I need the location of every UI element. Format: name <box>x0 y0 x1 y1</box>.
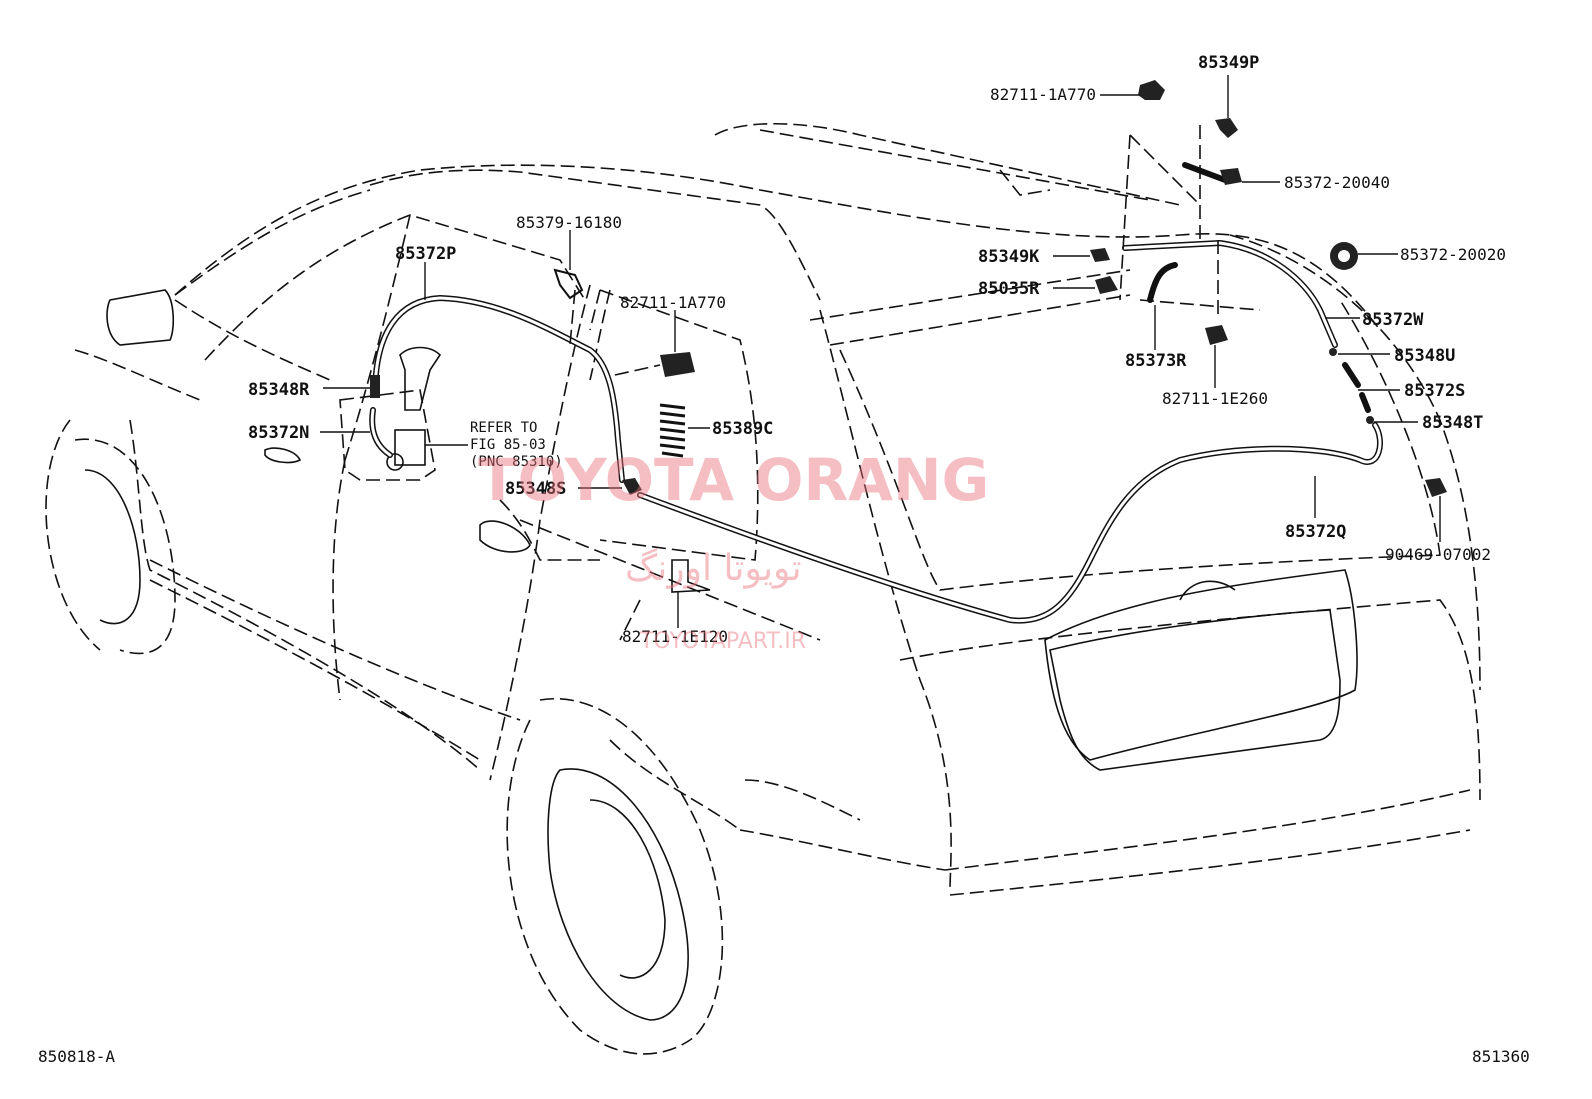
label-82711-1A770-mid: 82711-1A770 <box>620 293 726 312</box>
label-85035R: 85035R <box>978 279 1040 299</box>
refer-line-1: REFER TO <box>470 420 537 436</box>
figure-code-right: 851360 <box>1472 1047 1530 1066</box>
label-85372N: 85372N <box>248 423 309 443</box>
label-85372-20020: 85372-20020 <box>1400 245 1506 264</box>
watermark-persian: تویوتا اورنگ <box>625 547 802 589</box>
refer-line-3: (PNC 85310) <box>470 454 563 470</box>
washer-tank <box>339 346 442 481</box>
washer-hoses <box>372 162 1383 624</box>
front-wheel <box>45 419 176 655</box>
rear-wheel <box>506 698 724 1055</box>
refer-line-2: FIG 85-03 <box>470 437 546 453</box>
label-85348T: 85348T <box>1422 413 1483 433</box>
label-85389C: 85389C <box>712 419 773 439</box>
label-85348S: 85348S <box>505 479 566 499</box>
label-85348U: 85348U <box>1394 346 1455 366</box>
watermark-main: TOYOTA ORANG <box>478 446 989 514</box>
label-85349P: 85349P <box>1198 53 1259 73</box>
label-85372P: 85372P <box>395 244 456 264</box>
label-85372-20040: 85372-20040 <box>1284 173 1390 192</box>
label-82711-1A770-top: 82711-1A770 <box>990 85 1096 104</box>
label-85348R: 85348R <box>248 380 310 400</box>
label-85372W: 85372W <box>1362 310 1424 330</box>
figure-code-left: 850818-A <box>38 1047 115 1066</box>
label-90469-07002: 90469-07002 <box>1385 545 1491 564</box>
label-85373R: 85373R <box>1125 351 1187 371</box>
label-85349K: 85349K <box>978 247 1040 267</box>
watermark: TOYOTA ORANG تویوتا اورنگ TOYOTAPART.IR <box>478 446 989 654</box>
car-body-outline <box>74 123 1481 896</box>
watermark-site: TOYOTAPART.IR <box>639 629 806 654</box>
leader-lines <box>320 75 1441 641</box>
small-parts <box>370 80 1447 593</box>
label-85372Q: 85372Q <box>1285 522 1346 542</box>
part-labels: 82711-1A770 85349P 85372-20040 85379-161… <box>38 53 1530 1066</box>
label-85379-16180: 85379-16180 <box>516 213 622 232</box>
label-85372S: 85372S <box>1404 381 1465 401</box>
label-82711-1E260: 82711-1E260 <box>1162 389 1268 408</box>
label-82711-1E120: 82711-1E120 <box>622 627 728 646</box>
